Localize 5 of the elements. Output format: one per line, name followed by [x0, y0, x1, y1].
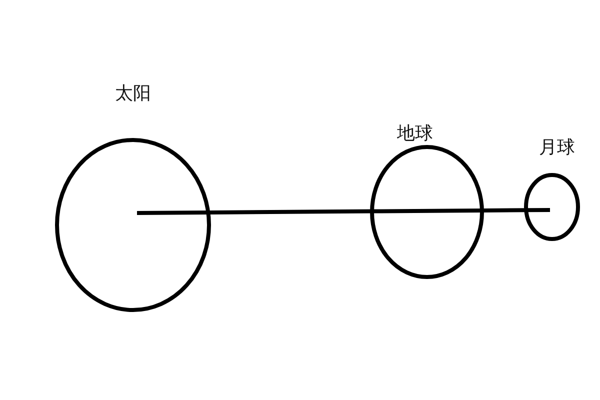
- connector-line: [208, 209, 372, 214]
- connector-line: [482, 208, 526, 212]
- planet-label: 月球: [539, 136, 575, 159]
- planet-label: 太阳: [115, 82, 151, 105]
- planet-label: 地球: [397, 122, 433, 145]
